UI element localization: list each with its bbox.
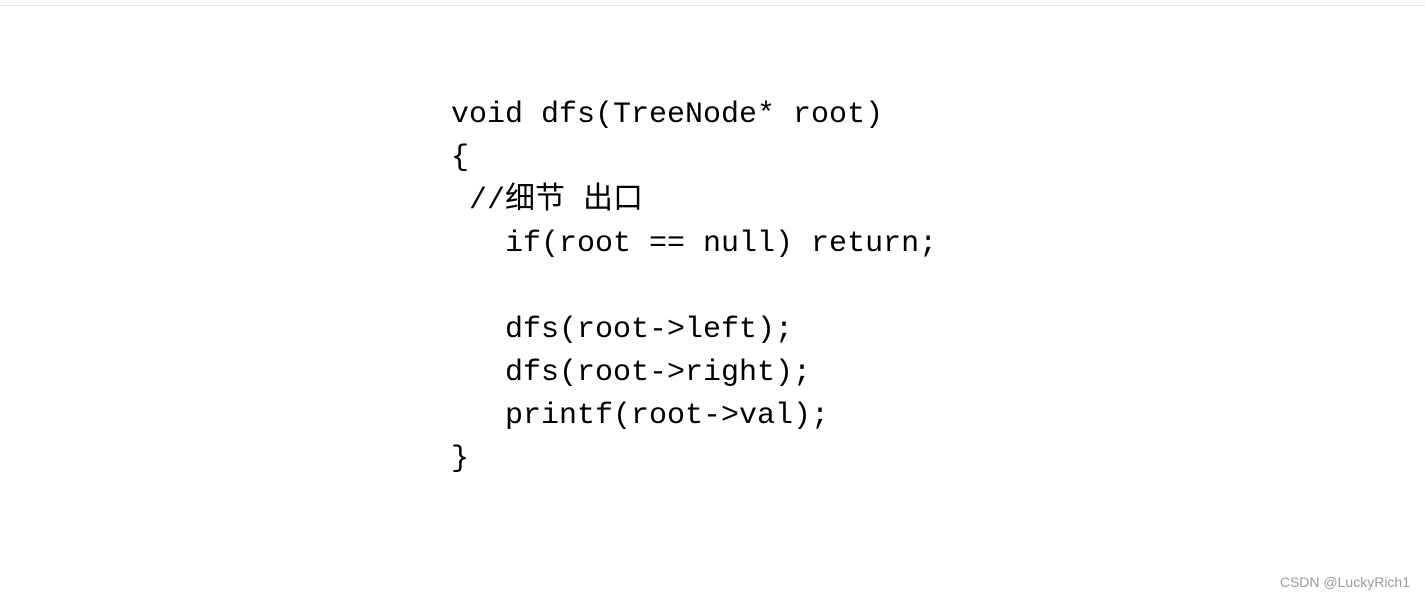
code-line-close-brace: } [451,442,470,476]
csdn-watermark: CSDN @LuckyRich1 [1279,574,1410,590]
code-line-print: printf(root->val); [451,399,830,433]
top-divider [0,0,1425,6]
code-line-signature: void dfs(TreeNode* root) [451,98,884,132]
code-snippet: void dfs(TreeNode* root) { //细节 出口 if(ro… [451,94,937,481]
code-line-right-call: dfs(root->right); [451,356,812,390]
code-line-open-brace: { [451,141,470,175]
code-line-comment: //细节 出口 [451,184,644,218]
code-line-null-check: if(root == null) return; [451,227,938,261]
code-line-left-call: dfs(root->left); [451,313,794,347]
code-line-blank [451,266,937,309]
